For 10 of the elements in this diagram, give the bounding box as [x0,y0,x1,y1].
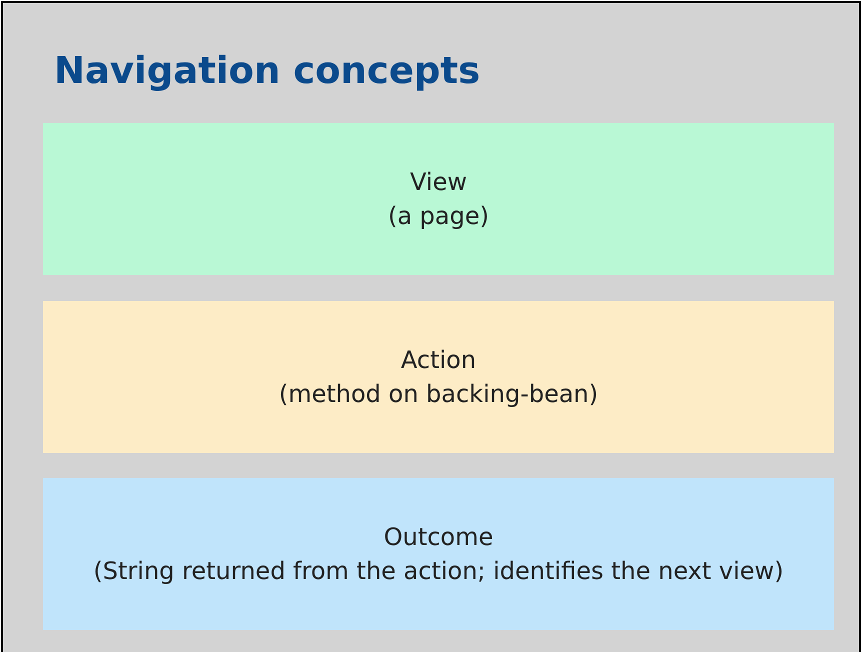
box-heading: View [410,167,467,198]
concept-box [43,478,834,630]
box-description: (String returned from the action; identifies the next view) [93,556,784,587]
box-description: (method on backing-bean) [278,379,598,410]
box-description: (a page) [388,201,489,232]
concept-box [43,123,834,275]
box-heading: Action [400,345,476,376]
title: Navigation concepts [54,48,480,94]
box-heading: Outcome [384,522,494,553]
concept-box [43,301,834,453]
